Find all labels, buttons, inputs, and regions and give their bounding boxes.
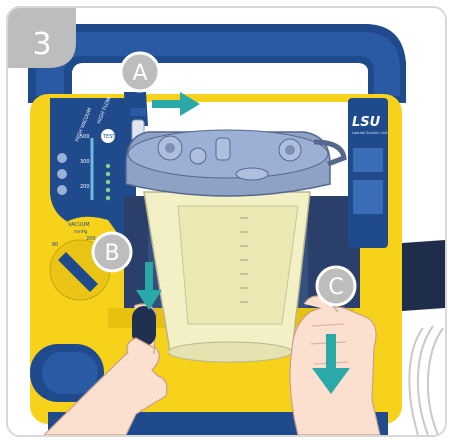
indicator-led-icon bbox=[57, 153, 67, 163]
suction-canister[interactable] bbox=[144, 192, 310, 362]
dial-unit-label: mmHg bbox=[74, 229, 88, 234]
brand-logo: LSU bbox=[352, 115, 381, 130]
dial-label: VACUUM bbox=[68, 222, 90, 228]
step-badge: 3 bbox=[8, 8, 76, 68]
instruction-illustration: HIGH VACUUM HIGH FLOW 500 300 200 TEST V… bbox=[8, 8, 445, 435]
battery-icon bbox=[57, 185, 67, 195]
patient-port bbox=[216, 138, 230, 160]
scale-300-label: 300 bbox=[80, 159, 90, 165]
canister-lid[interactable] bbox=[126, 130, 344, 196]
brand-subtitle: Laerdal Suction Unit bbox=[352, 131, 388, 135]
svg-text:B: B bbox=[104, 241, 119, 266]
instruction-diagram-icon bbox=[353, 148, 383, 172]
callout-b: B bbox=[93, 233, 131, 271]
instruction-diagram-icon bbox=[353, 180, 383, 214]
scale-200-label: 200 bbox=[80, 184, 90, 190]
dial-80-label: 80 bbox=[52, 242, 58, 248]
scale-500-label: 500 bbox=[80, 134, 90, 140]
callout-c: C bbox=[317, 267, 355, 305]
dial-200-label: 200 bbox=[86, 236, 96, 242]
illustration-frame: HIGH VACUUM HIGH FLOW 500 300 200 TEST V… bbox=[6, 6, 447, 437]
power-icon bbox=[57, 169, 67, 179]
svg-text:C: C bbox=[328, 275, 343, 300]
step-number: 3 bbox=[32, 27, 51, 62]
svg-text:A: A bbox=[132, 61, 147, 86]
test-button-label: TEST bbox=[102, 134, 116, 140]
callout-a: A bbox=[121, 53, 159, 91]
